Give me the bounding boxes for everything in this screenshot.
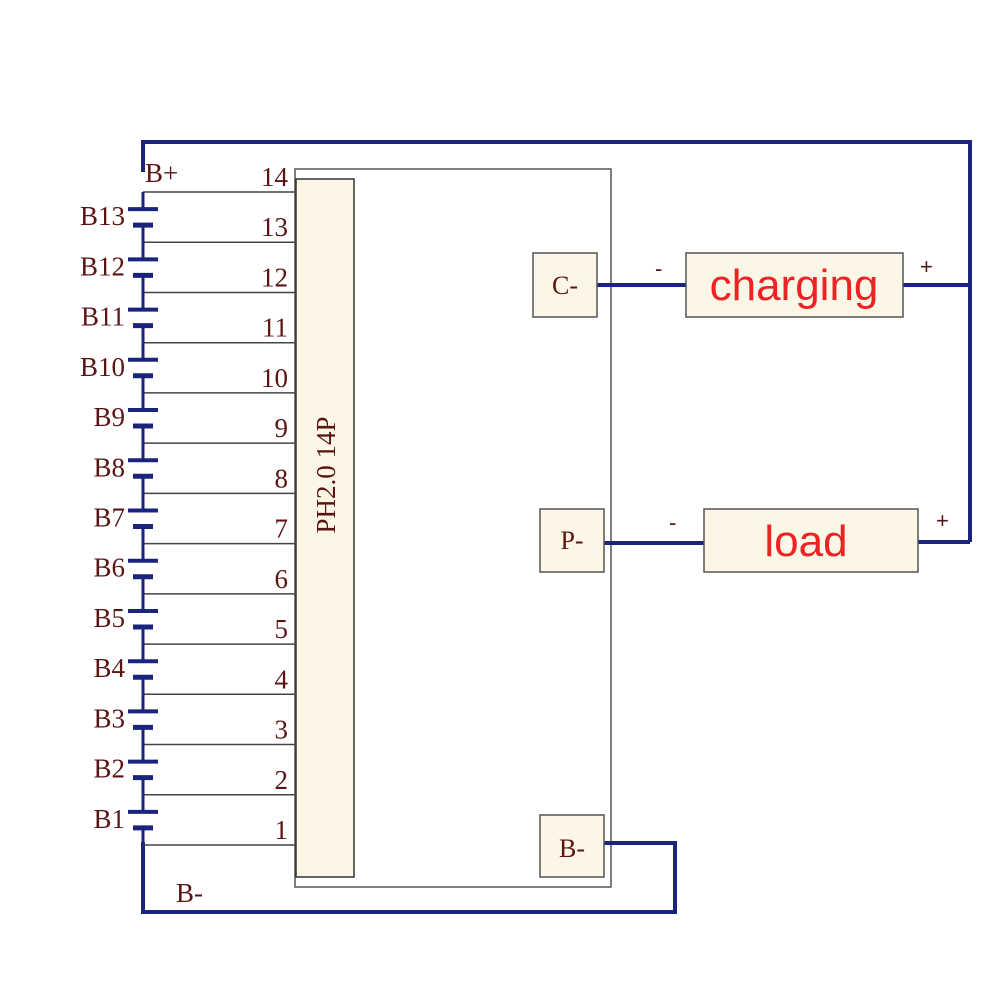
load-box xyxy=(703,508,919,573)
pin-number: 14 xyxy=(261,162,289,192)
pin-number: 8 xyxy=(275,463,289,493)
charging-box xyxy=(685,252,904,318)
battery-cell xyxy=(128,744,158,795)
top-rail-label: B+ xyxy=(145,158,178,188)
charge-terminal-label: C- xyxy=(552,271,578,300)
top-rail-wire xyxy=(141,140,972,542)
pin-number: 13 xyxy=(261,212,288,242)
pin-number: 12 xyxy=(261,262,288,292)
battery-cell xyxy=(128,543,158,594)
pin-number: 10 xyxy=(261,363,288,393)
battery-label: B7 xyxy=(93,503,125,533)
connector-label: PH2.0 14P xyxy=(311,416,341,533)
pin-number: 4 xyxy=(275,664,289,694)
battery-cell xyxy=(128,443,158,494)
battery-label: B1 xyxy=(93,804,125,834)
battery-label: B6 xyxy=(93,553,125,583)
battery-label: B5 xyxy=(93,603,125,633)
battery-cell xyxy=(128,392,158,444)
battery-cell xyxy=(128,493,158,544)
battery-cell xyxy=(128,342,158,393)
battery-cell xyxy=(128,593,158,645)
bottom-rail-label: B- xyxy=(176,878,203,908)
pin-wires xyxy=(143,191,296,846)
battery-cell xyxy=(128,794,158,845)
connector-block xyxy=(295,178,355,878)
battery-label: B10 xyxy=(80,352,125,382)
pin-number: 7 xyxy=(275,514,289,544)
battery-label: B9 xyxy=(93,402,125,432)
pin-number: 1 xyxy=(275,815,289,845)
battery-cell xyxy=(128,192,158,243)
pin-number: 5 xyxy=(275,614,289,644)
charging-minus-sign: - xyxy=(655,256,662,281)
battery-label: B12 xyxy=(80,251,125,281)
battery-cell xyxy=(128,694,158,745)
battery-terminal-label: B- xyxy=(559,834,585,863)
battery-label: B8 xyxy=(93,452,125,482)
pin-number: 9 xyxy=(275,413,289,443)
battery-cell xyxy=(128,644,158,695)
bottom-return-wire xyxy=(141,841,677,914)
load-terminal-label: P- xyxy=(560,526,583,555)
charging-label: charging xyxy=(710,261,879,310)
battery-terminal-box xyxy=(539,814,605,878)
wires xyxy=(141,140,972,914)
load-terminal-box xyxy=(539,508,605,573)
battery-label: B2 xyxy=(93,754,125,784)
charge-terminal-box xyxy=(532,252,598,318)
battery-cell xyxy=(128,242,158,293)
load-label: load xyxy=(764,517,847,566)
pin-number: 3 xyxy=(275,715,289,745)
pin-number: 6 xyxy=(275,564,289,594)
charging-plus-sign: + xyxy=(920,254,933,279)
battery-label: B13 xyxy=(80,201,125,231)
battery-cell xyxy=(128,292,158,343)
battery-label: B4 xyxy=(93,653,125,683)
battery-stack: B1 B2 B3 B4 B5 B6 B7 B8 B9 B10 B11 B12 B13 xyxy=(80,192,158,845)
pin-number: 11 xyxy=(262,313,288,343)
battery-label: B11 xyxy=(81,302,125,332)
load-minus-sign: - xyxy=(669,510,676,535)
battery-label: B3 xyxy=(93,703,125,733)
load-plus-sign: + xyxy=(936,508,949,533)
pin-number: 2 xyxy=(275,765,289,795)
